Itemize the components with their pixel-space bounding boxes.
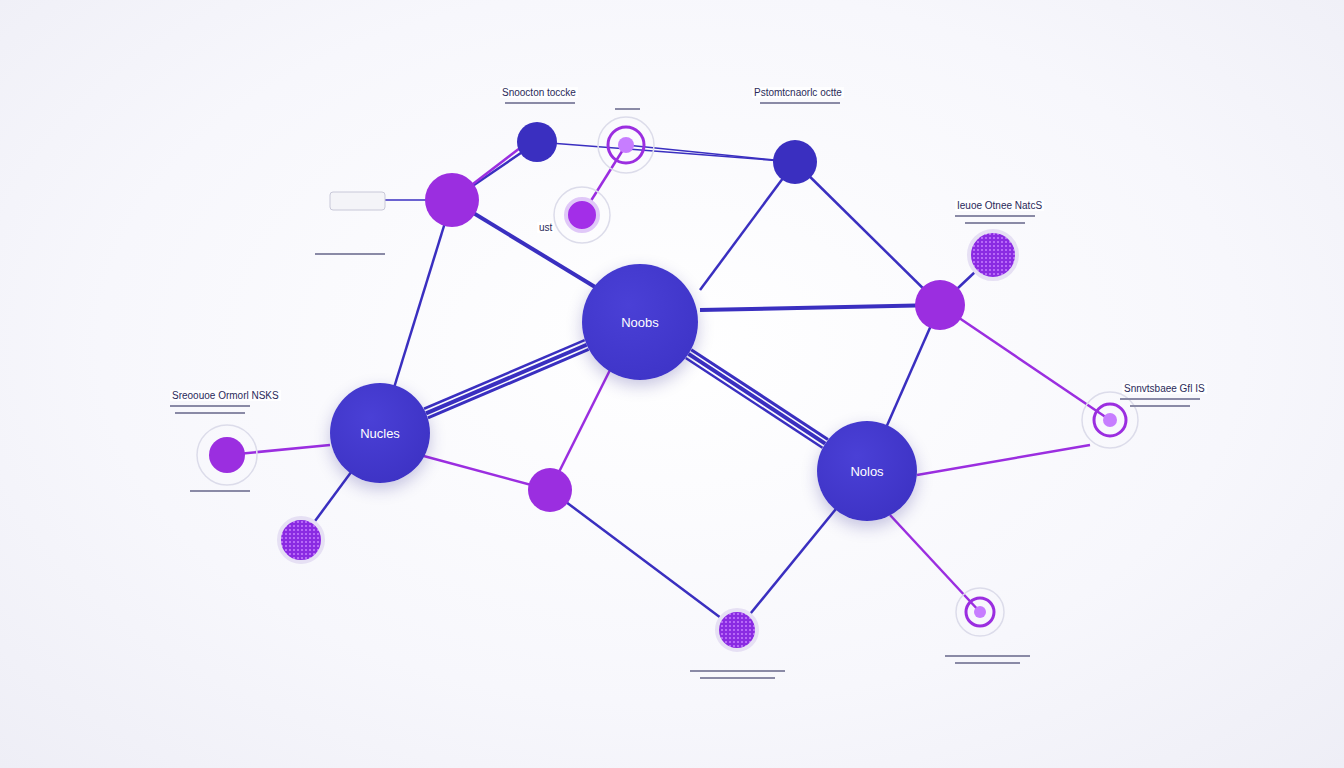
node-label: Nucles [360,426,400,441]
network-node: Nucles [330,383,430,483]
node-label: Noobs [621,315,659,330]
network-link [686,350,828,448]
node-caption: Snnvtsbaee Gfl IS [1122,383,1207,394]
node-caption: Ieuoe Otnee NatcS [955,200,1044,211]
node-caption: Snoocton toccke [500,87,578,98]
node-caption: Sreoouoe Ormorl NSKS [170,390,281,401]
node-caption: ust [537,222,554,233]
network-node: Nolos [817,421,917,521]
network-node: Noobs [582,264,698,380]
network-link [424,340,589,418]
node-caption: Pstomtcnaorlc octte [752,87,844,98]
node-label: Nolos [850,464,883,479]
